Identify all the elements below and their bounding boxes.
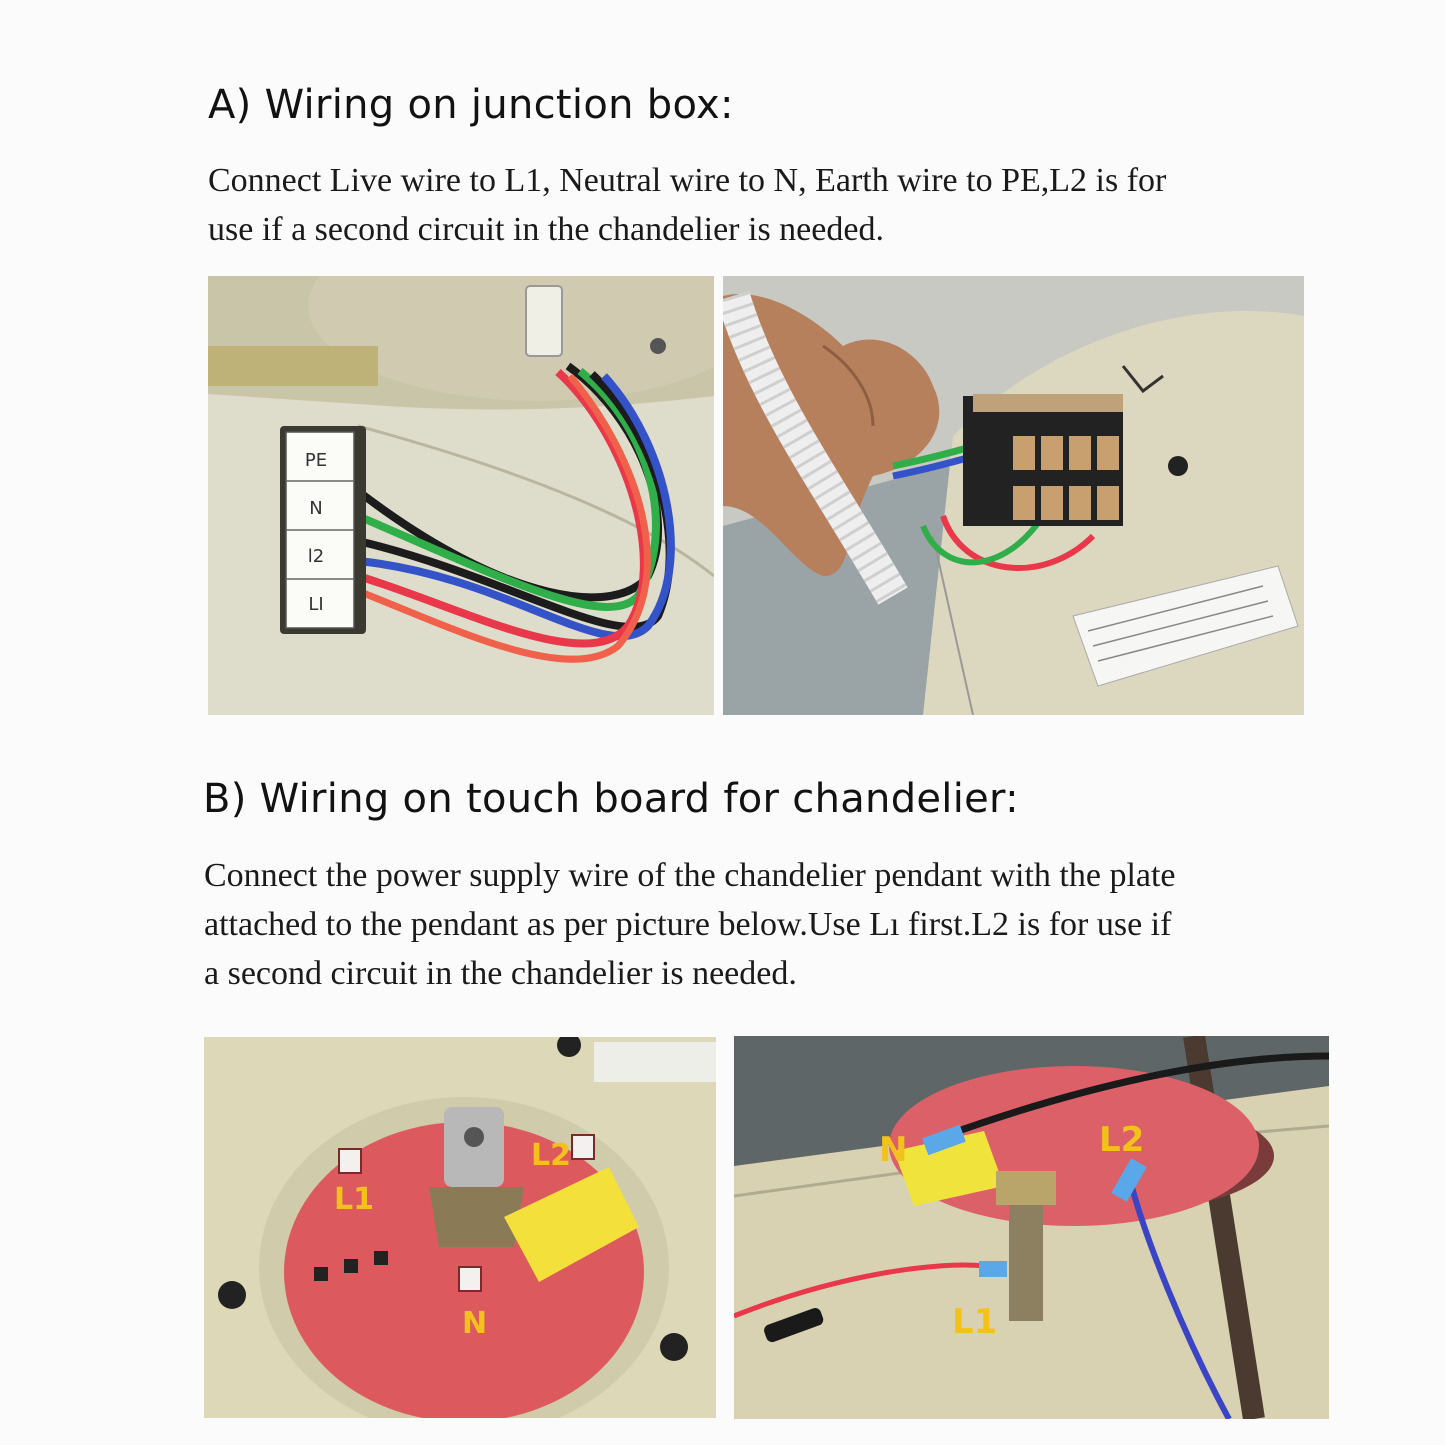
touch-board-plate-photo: L1 L2 N xyxy=(204,1037,716,1418)
section-b-text-line-1: Connect the power supply wire of the cha… xyxy=(204,857,1176,894)
touch-board-plate-illustration: L1 L2 N xyxy=(204,1037,716,1418)
section-b-text-line-2: attached to the pendant as per picture b… xyxy=(204,906,1172,943)
terminal-block-hand-photo xyxy=(723,276,1304,715)
terminal-label-pe: PE xyxy=(305,450,327,471)
plate-label-l1: L1 xyxy=(334,1182,374,1217)
junction-box-terminal-illustration: PE N l2 LI xyxy=(208,276,714,715)
section-b-text-line-3: a second circuit in the chandelier is ne… xyxy=(204,955,797,992)
terminal-block-hand-illustration xyxy=(723,276,1304,715)
terminal-label-n: N xyxy=(309,498,322,519)
pendant-label-l1: L1 xyxy=(952,1302,997,1342)
terminal-label-l2: l2 xyxy=(308,546,324,567)
section-b-heading: B) Wiring on touch board for chandelier: xyxy=(203,776,1019,822)
section-a-text-line-2: use if a second circuit in the chandelie… xyxy=(208,211,884,248)
plate-label-n: N xyxy=(462,1306,487,1341)
pendant-plate-wires-photo: N L2 L1 xyxy=(734,1036,1329,1419)
section-a-heading: A) Wiring on junction box: xyxy=(208,82,734,128)
terminal-label-l1: LI xyxy=(308,594,323,615)
plate-label-l2: L2 xyxy=(531,1138,571,1173)
pendant-label-l2: L2 xyxy=(1099,1120,1144,1160)
junction-box-terminal-photo: PE N l2 LI xyxy=(208,276,714,715)
pendant-plate-wires-illustration: N L2 L1 xyxy=(734,1036,1329,1419)
section-a-text-line-1: Connect Live wire to L1, Neutral wire to… xyxy=(208,162,1167,199)
pendant-label-n: N xyxy=(879,1130,907,1170)
